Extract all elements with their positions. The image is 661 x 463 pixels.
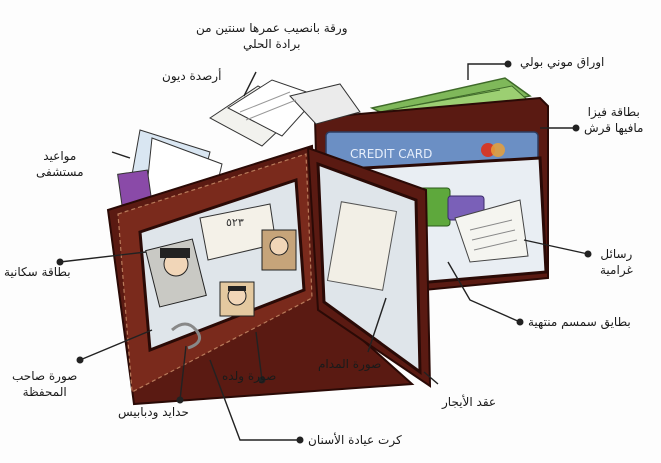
label-madam-photo: صورة المدام [318,357,382,371]
label-visa-line1: بطاقة فيزا [587,105,640,119]
label-visa-line2: مافيها قرش [584,121,644,136]
housing-card: ٥٢٣ [199,203,277,261]
label-housing-card: بطاقة سكانية [4,265,71,279]
leader-dots [56,60,592,444]
label-tax-paper-line2: برادة الحلي [243,37,301,52]
label-owner-line2: المحفظة [22,385,67,400]
housing-card-number: ٥٢٣ [226,216,244,229]
label-dental-card: كرت عيادة الأسنان [308,433,402,447]
label-doctor-line1: مواعيد [43,149,77,163]
label-owner-photo: صورة صاحب المحفظة [12,368,77,400]
label-owner-line1: صورة صاحب [12,369,78,383]
label-son-photo: صورة ولده [222,369,277,383]
label-doctor-appointments: مواعيد مستشفى [36,148,84,180]
label-debt-balances: أرصدة ديون [162,69,222,83]
madam-photo-card [326,201,398,291]
label-love-letters: رسائل غرامية [600,246,633,278]
label-hardware: حدايد ودبابيس [118,405,189,419]
small-photo [261,229,297,271]
pins-icon [171,322,202,350]
label-love-line1: رسائل [600,247,633,261]
label-tax-paper: ورقة بانصيب عمرها سنتين من برادة الحلي [196,20,347,52]
leader-lines [59,63,589,441]
son-photo [219,281,255,317]
love-letter-paper [454,199,529,263]
label-sesame-cards: بطايق سمسم منتهية [528,315,631,329]
label-rent-contract: عقد الأيجار [442,395,497,409]
label-tax-paper-line1: ورقة بانصيب عمرها سنتين من [196,21,348,35]
label-visa-card: بطاقة فيزا مافيها قرش [584,104,643,136]
label-doctor-line2: مستشفى [36,165,84,180]
owner-photo [145,238,207,308]
card-brand-text: CREDIT CARD [350,147,432,161]
label-love-line2: غرامية [600,263,633,278]
label-monopoly-money: اوراق موني بولي [520,55,605,69]
